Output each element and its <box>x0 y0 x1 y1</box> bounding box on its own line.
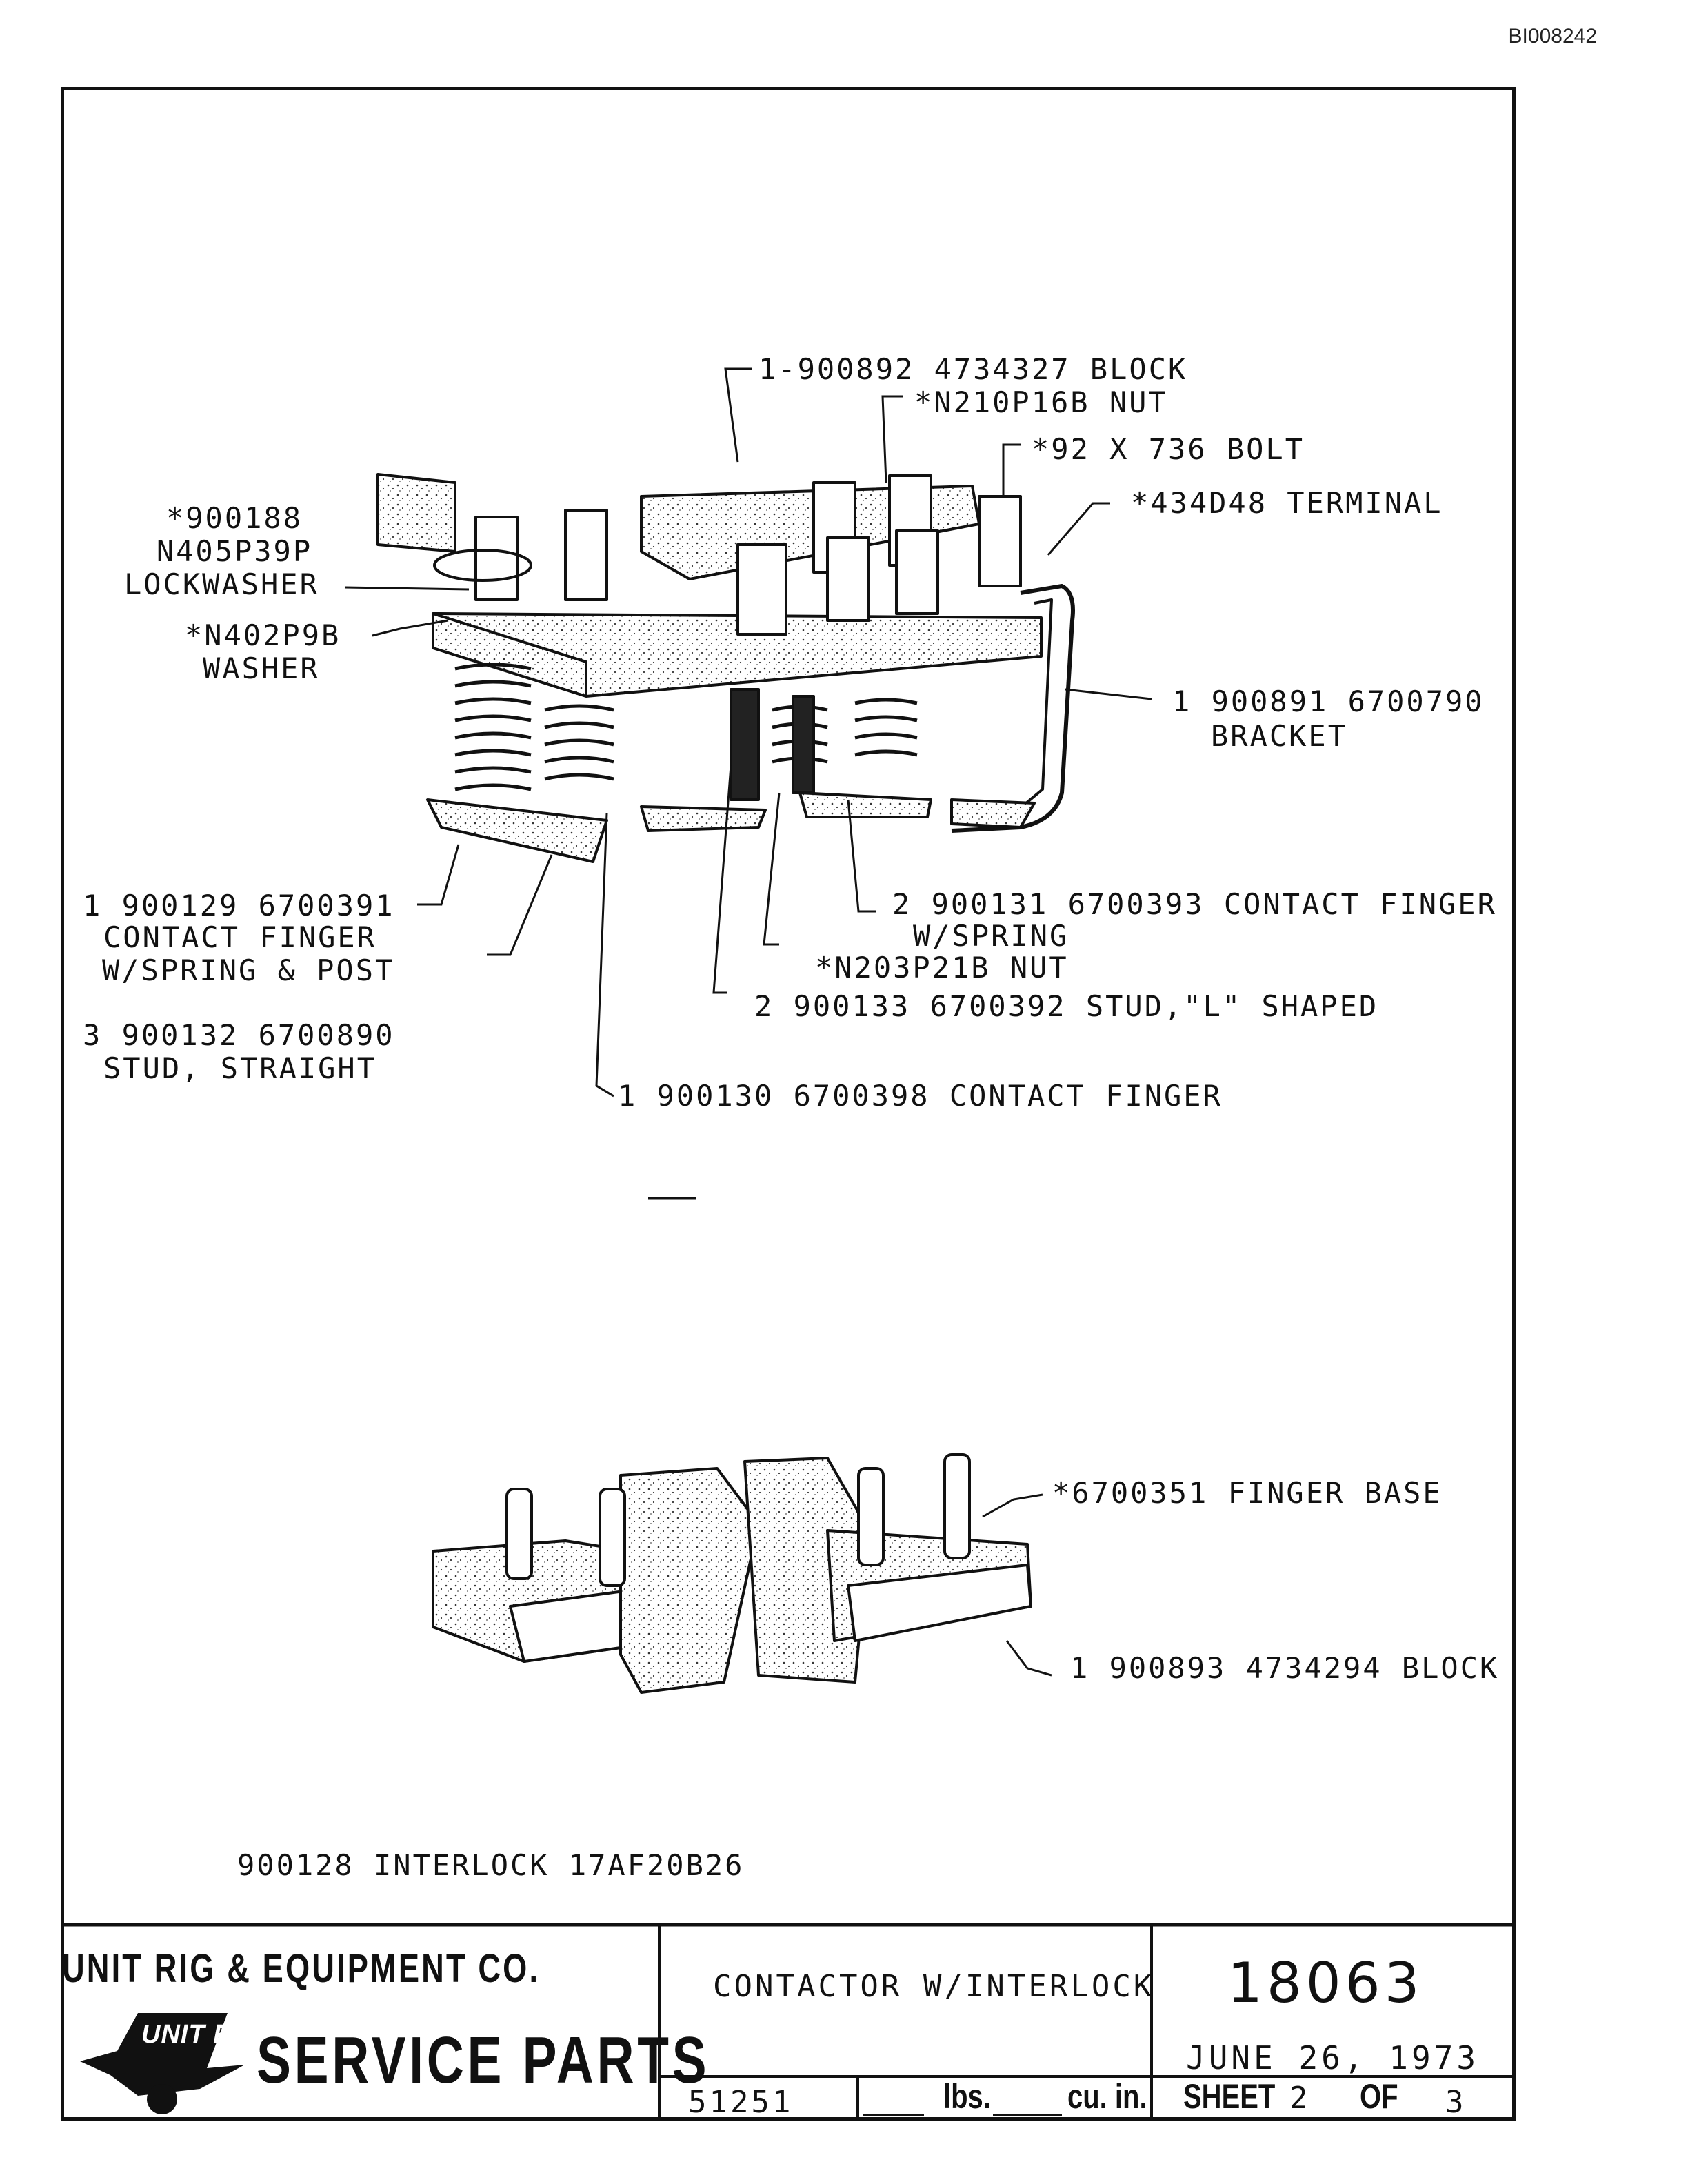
callout-finger-post-part: 1 900129 6700391 <box>83 889 395 922</box>
callout-washer-part: *N402P9B <box>185 618 341 652</box>
drawing-frame <box>61 87 1516 2121</box>
callout-finger-post-name: CONTACT FINGER <box>103 920 377 954</box>
callout-stud-straight-part: 3 900132 6700890 <box>83 1018 395 1052</box>
sheet-total: 3 <box>1445 2085 1467 2120</box>
drawing-number: 18063 <box>1227 1951 1424 2015</box>
sheet-label: SHEET <box>1183 2077 1276 2116</box>
callout-nut-2: *N203P21B NUT <box>815 951 1069 984</box>
callout-bottom-block: 1 900893 4734294 BLOCK <box>1070 1651 1500 1685</box>
weight-unit: lbs. <box>943 2077 991 2116</box>
logo-text: UNIT RIG <box>141 2020 262 2049</box>
callout-contact-finger: 1 900130 6700398 CONTACT FINGER <box>618 1079 1223 1113</box>
unit-rig-logo-icon <box>80 2013 245 2114</box>
volume-unit: cu. in. <box>1067 2077 1147 2116</box>
callout-lockwasher-code: N405P39P <box>156 534 313 568</box>
callout-bolt: *92 X 736 BOLT <box>1032 432 1305 466</box>
interlock-caption: 900128 INTERLOCK 17AF20B26 <box>237 1848 745 1882</box>
callout-terminal: *434D48 TERMINAL <box>1131 486 1443 520</box>
callout-stud-straight-name: STUD, STRAIGHT <box>103 1051 377 1085</box>
callout-lockwasher-part: *900188 <box>165 501 303 535</box>
callout-stud-l: 2 900133 6700392 STUD,"L" SHAPED <box>754 989 1379 1023</box>
service-parts-heading: SERVICE PARTS <box>257 2023 710 2097</box>
callout-lockwasher-name: LOCKWASHER <box>124 567 319 601</box>
company-name: UNIT RIG & EQUIPMENT CO. <box>62 1946 541 1991</box>
callout-bracket-part: 1 900891 6700790 <box>1172 685 1485 718</box>
callout-nut: *N210P16B NUT <box>914 385 1168 419</box>
callout-finger-spring-desc: W/SPRING <box>913 919 1069 953</box>
drawing-title: CONTACTOR W/INTERLOCK <box>713 1969 1155 2004</box>
callout-block: 1-900892 4734327 BLOCK <box>758 352 1188 386</box>
drawing-date: JUNE 26, 1973 <box>1186 2039 1480 2076</box>
callout-washer-name: WASHER <box>203 651 320 685</box>
callout-finger-spring: 2 900131 6700393 CONTACT FINGER <box>892 887 1497 921</box>
document-id: BI008242 <box>1508 25 1597 48</box>
callout-finger-post-desc: W/SPRING & POST <box>102 953 395 987</box>
callout-finger-base: *6700351 FINGER BASE <box>1052 1476 1443 1510</box>
of-label: OF <box>1360 2077 1398 2116</box>
sheet-number: 2 <box>1289 2081 1311 2116</box>
callout-bracket-name: BRACKET <box>1211 719 1348 753</box>
code-number: 51251 <box>688 2085 794 2120</box>
